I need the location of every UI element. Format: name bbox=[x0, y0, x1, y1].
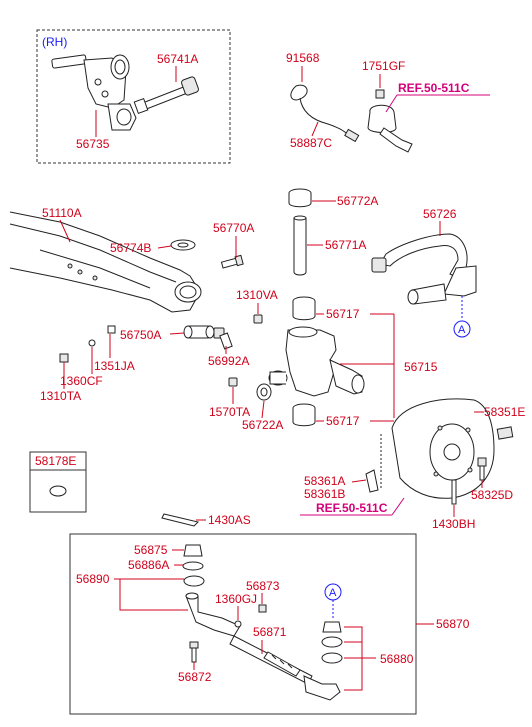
label-56726: 56726 bbox=[423, 207, 457, 221]
label-58887c: 58887C bbox=[290, 136, 332, 150]
label-56735: 56735 bbox=[76, 137, 110, 151]
castle-nut-56875 bbox=[183, 544, 203, 557]
label-91568: 91568 bbox=[286, 51, 320, 65]
washer-56774b bbox=[170, 239, 196, 251]
sensor-cable-group: 91568 58887C 1751GF REF.50-511C bbox=[286, 51, 490, 153]
bushing-56717-lower bbox=[292, 403, 316, 427]
label-56771a: 56771A bbox=[325, 238, 366, 252]
nut-1570ta bbox=[228, 377, 238, 387]
bracket-58361 bbox=[365, 469, 379, 493]
label-56890: 56890 bbox=[76, 572, 110, 586]
steering-knuckle-56715 bbox=[268, 326, 365, 397]
label-1751gf: 1751GF bbox=[362, 59, 405, 73]
label-56717-upper: 56717 bbox=[326, 307, 360, 321]
marker-a-lower[interactable]: A bbox=[324, 583, 342, 620]
nut-56722a bbox=[256, 383, 272, 401]
arm-56741a-drawing bbox=[133, 76, 199, 114]
label-1570ta: 1570TA bbox=[209, 405, 250, 419]
bushing-56750a bbox=[183, 325, 215, 339]
label-51110a: 51110A bbox=[42, 206, 82, 220]
label-56717-lower: 56717 bbox=[326, 414, 360, 428]
label-58178e: 58178E bbox=[35, 454, 76, 468]
kingpin-56771a bbox=[293, 215, 307, 276]
label-56880: 56880 bbox=[380, 652, 414, 666]
label-1430as: 1430AS bbox=[208, 513, 251, 527]
front-axle-beam-drawing bbox=[9, 211, 202, 313]
label-56741a: 56741A bbox=[157, 52, 198, 66]
box-58178e: 58178E bbox=[29, 451, 87, 513]
pin-1430bh bbox=[451, 479, 457, 505]
seal-56880 bbox=[321, 636, 343, 664]
label-56870: 56870 bbox=[436, 617, 470, 631]
label-56750a: 56750A bbox=[120, 328, 161, 342]
bolt-56872 bbox=[189, 641, 199, 663]
ring-56890 bbox=[183, 575, 205, 587]
bolt-1310ta-group bbox=[59, 325, 116, 363]
ref-50-511c-lower[interactable]: REF.50-511C bbox=[316, 501, 388, 515]
label-1310va: 1310VA bbox=[236, 288, 278, 302]
bolt-56992a bbox=[213, 327, 233, 350]
nut-1310va bbox=[253, 314, 263, 324]
steering-arm-56726 bbox=[371, 233, 477, 305]
label-1360gj: 1360GJ bbox=[215, 592, 257, 606]
label-1351ja: 1351JA bbox=[94, 359, 135, 373]
label-56770a: 56770A bbox=[213, 221, 254, 235]
castle-nut-56880 bbox=[322, 621, 342, 633]
label-56875: 56875 bbox=[134, 543, 168, 557]
label-1310ta: 1310TA bbox=[40, 389, 81, 403]
label-1430bh: 1430BH bbox=[432, 517, 475, 531]
rh-side-label: (RH) bbox=[42, 35, 67, 49]
marker-a-upper-letter: A bbox=[458, 324, 466, 336]
backing-plate-58351e bbox=[391, 398, 514, 499]
label-58361a: 58361A bbox=[304, 474, 345, 488]
kingpin-cap-56772a bbox=[288, 188, 312, 208]
label-58351e: 58351E bbox=[484, 405, 525, 419]
label-1360cf: 1360CF bbox=[60, 374, 103, 388]
nut-56873 bbox=[258, 604, 267, 613]
marker-a-upper[interactable]: A bbox=[453, 296, 471, 338]
label-58325d: 58325D bbox=[471, 488, 513, 502]
label-56992a: 56992A bbox=[208, 354, 249, 368]
rh-inset: (RH) 56741A 56735 bbox=[36, 29, 231, 164]
bolt-56770a bbox=[220, 254, 244, 269]
label-58361b: 58361B bbox=[304, 487, 345, 501]
marker-a-lower-letter: A bbox=[329, 587, 337, 599]
seal-56886a bbox=[182, 561, 204, 571]
label-56872: 56872 bbox=[178, 670, 212, 684]
knuckle-rh-drawing bbox=[51, 54, 137, 131]
label-56722a: 56722A bbox=[242, 418, 283, 432]
label-56715: 56715 bbox=[404, 360, 438, 374]
bushing-56717-upper bbox=[292, 296, 316, 321]
label-56886a: 56886A bbox=[128, 558, 169, 572]
ref-50-511c-top[interactable]: REF.50-511C bbox=[398, 81, 470, 95]
tie-rod-assembly: 56875 56886A 56890 56873 1360GJ bbox=[69, 533, 417, 715]
label-56772a: 56772A bbox=[337, 194, 378, 208]
label-56774b: 56774B bbox=[110, 241, 151, 255]
cotter-pin-1430as bbox=[161, 513, 199, 527]
washer-1360gj bbox=[234, 620, 242, 628]
label-56871: 56871 bbox=[253, 625, 287, 639]
label-56873: 56873 bbox=[246, 579, 280, 593]
